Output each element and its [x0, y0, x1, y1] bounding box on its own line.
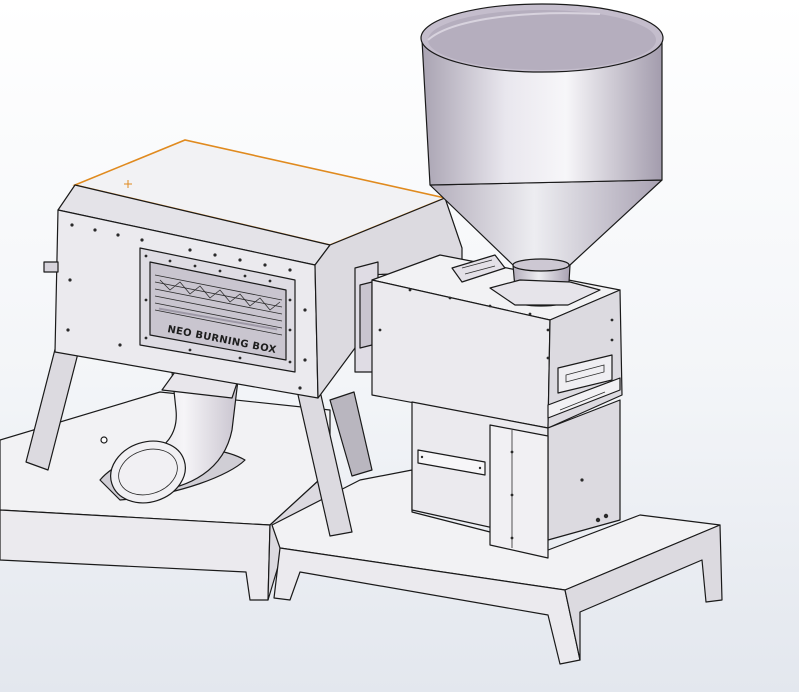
viewing-window: NEO BURNING BOX [139, 247, 296, 373]
burner-front-bolts [66, 223, 307, 390]
selection-origin-marker [124, 180, 132, 188]
hopper [420, 3, 664, 307]
burner-box: NEO BURNING BOX [43, 139, 463, 399]
burner-leg-rear [329, 391, 373, 477]
exhaust-elbow-pipe [110, 371, 239, 504]
